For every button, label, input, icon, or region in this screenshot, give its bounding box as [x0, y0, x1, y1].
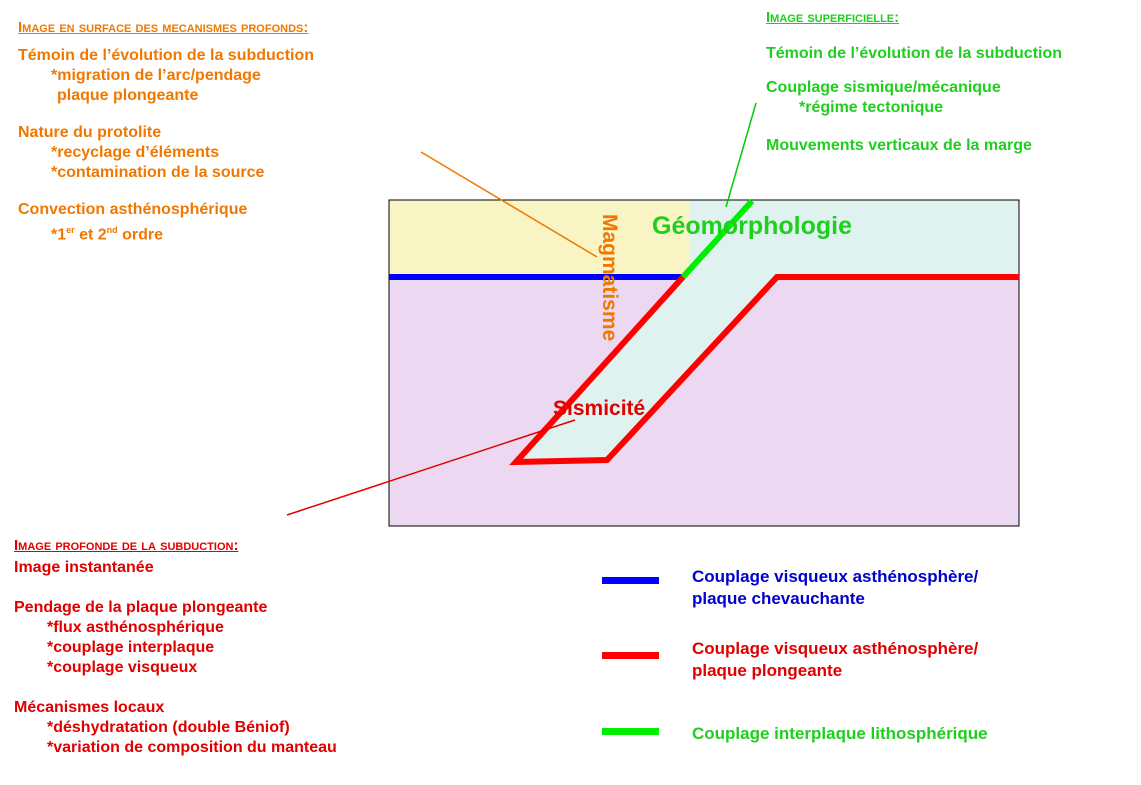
legend-red-swatch	[602, 652, 659, 659]
slab-area	[516, 277, 777, 462]
surface-image-panel: Image en surface des mecanismes profonds…	[18, 19, 314, 245]
superficial-image-panel: Image superficielle: Témoin de l’évoluti…	[766, 9, 1062, 156]
superficial-pointer	[725, 102, 757, 208]
viscous-coupling: *couplage visqueux	[47, 659, 198, 676]
element-recycling-item: *recyclage d’éléments	[51, 144, 220, 161]
right-lithosphere-area	[689, 200, 1019, 277]
geomorphologie-label: Géomorphologie	[652, 212, 852, 240]
seismic-coupling: Couplage sismique/mécanique	[766, 79, 1001, 96]
sismicite-label: Sismicité	[553, 397, 646, 420]
convection-title: Convection asthénosphérique	[18, 201, 248, 218]
deep-pointer	[286, 419, 576, 516]
magmatism-pointer	[420, 151, 598, 258]
legend-green-swatch	[602, 728, 659, 735]
superficial-image-header: Image superficielle:	[766, 9, 900, 26]
magmatisme-label: Magmatisme	[598, 214, 621, 342]
interplate-coupling: *couplage interplaque	[47, 639, 215, 656]
subduction-evolution-witness: Témoin de l’évolution de la subduction	[766, 45, 1063, 62]
green-coupling-line	[680, 198, 755, 280]
legend-blue-text: Couplage visqueux asthénosphère/ plaque …	[692, 567, 979, 608]
local-mechanisms-title: Mécanismes locaux	[14, 699, 165, 716]
mantle-composition-item: *variation de composition du manteau	[47, 739, 337, 756]
asthenospheric-flow: *flux asthénosphérique	[47, 619, 224, 636]
deep-image-header: Image profonde de la subduction:	[14, 537, 239, 554]
slab-item: plaque plongeante	[57, 87, 199, 104]
deep-image-panel: Image profonde de la subduction: Image i…	[14, 537, 337, 758]
legend-red-text: Couplage visqueux asthénosphère/ plaque …	[692, 639, 979, 680]
legend-blue-swatch	[602, 577, 659, 584]
source-contamination-item: *contamination de la source	[51, 164, 265, 181]
overriding-plate-area	[389, 200, 689, 277]
arc-migration-item: *migration de l’arc/pendage	[51, 67, 261, 84]
subduction-evolution-title: Témoin de l’évolution de la subduction	[18, 47, 315, 64]
vertical-movements: Mouvements verticaux de la marge	[766, 137, 1032, 154]
slab-dip-title: Pendage de la plaque plongeante	[14, 599, 268, 616]
tectonic-regime: *régime tectonique	[799, 99, 944, 116]
convection-order-item: *1er et 2nd ordre	[51, 225, 163, 244]
legend-green-text: Couplage interplaque lithosphérique	[692, 724, 988, 743]
snapshot-image: Image instantanée	[14, 559, 154, 576]
dehydration-item: *déshydratation (double Béniof)	[47, 719, 290, 736]
red-coupling-line	[509, 274, 1019, 466]
protolith-title: Nature du protolite	[18, 124, 162, 141]
surface-image-header: Image en surface des mecanismes profonds…	[18, 19, 309, 36]
